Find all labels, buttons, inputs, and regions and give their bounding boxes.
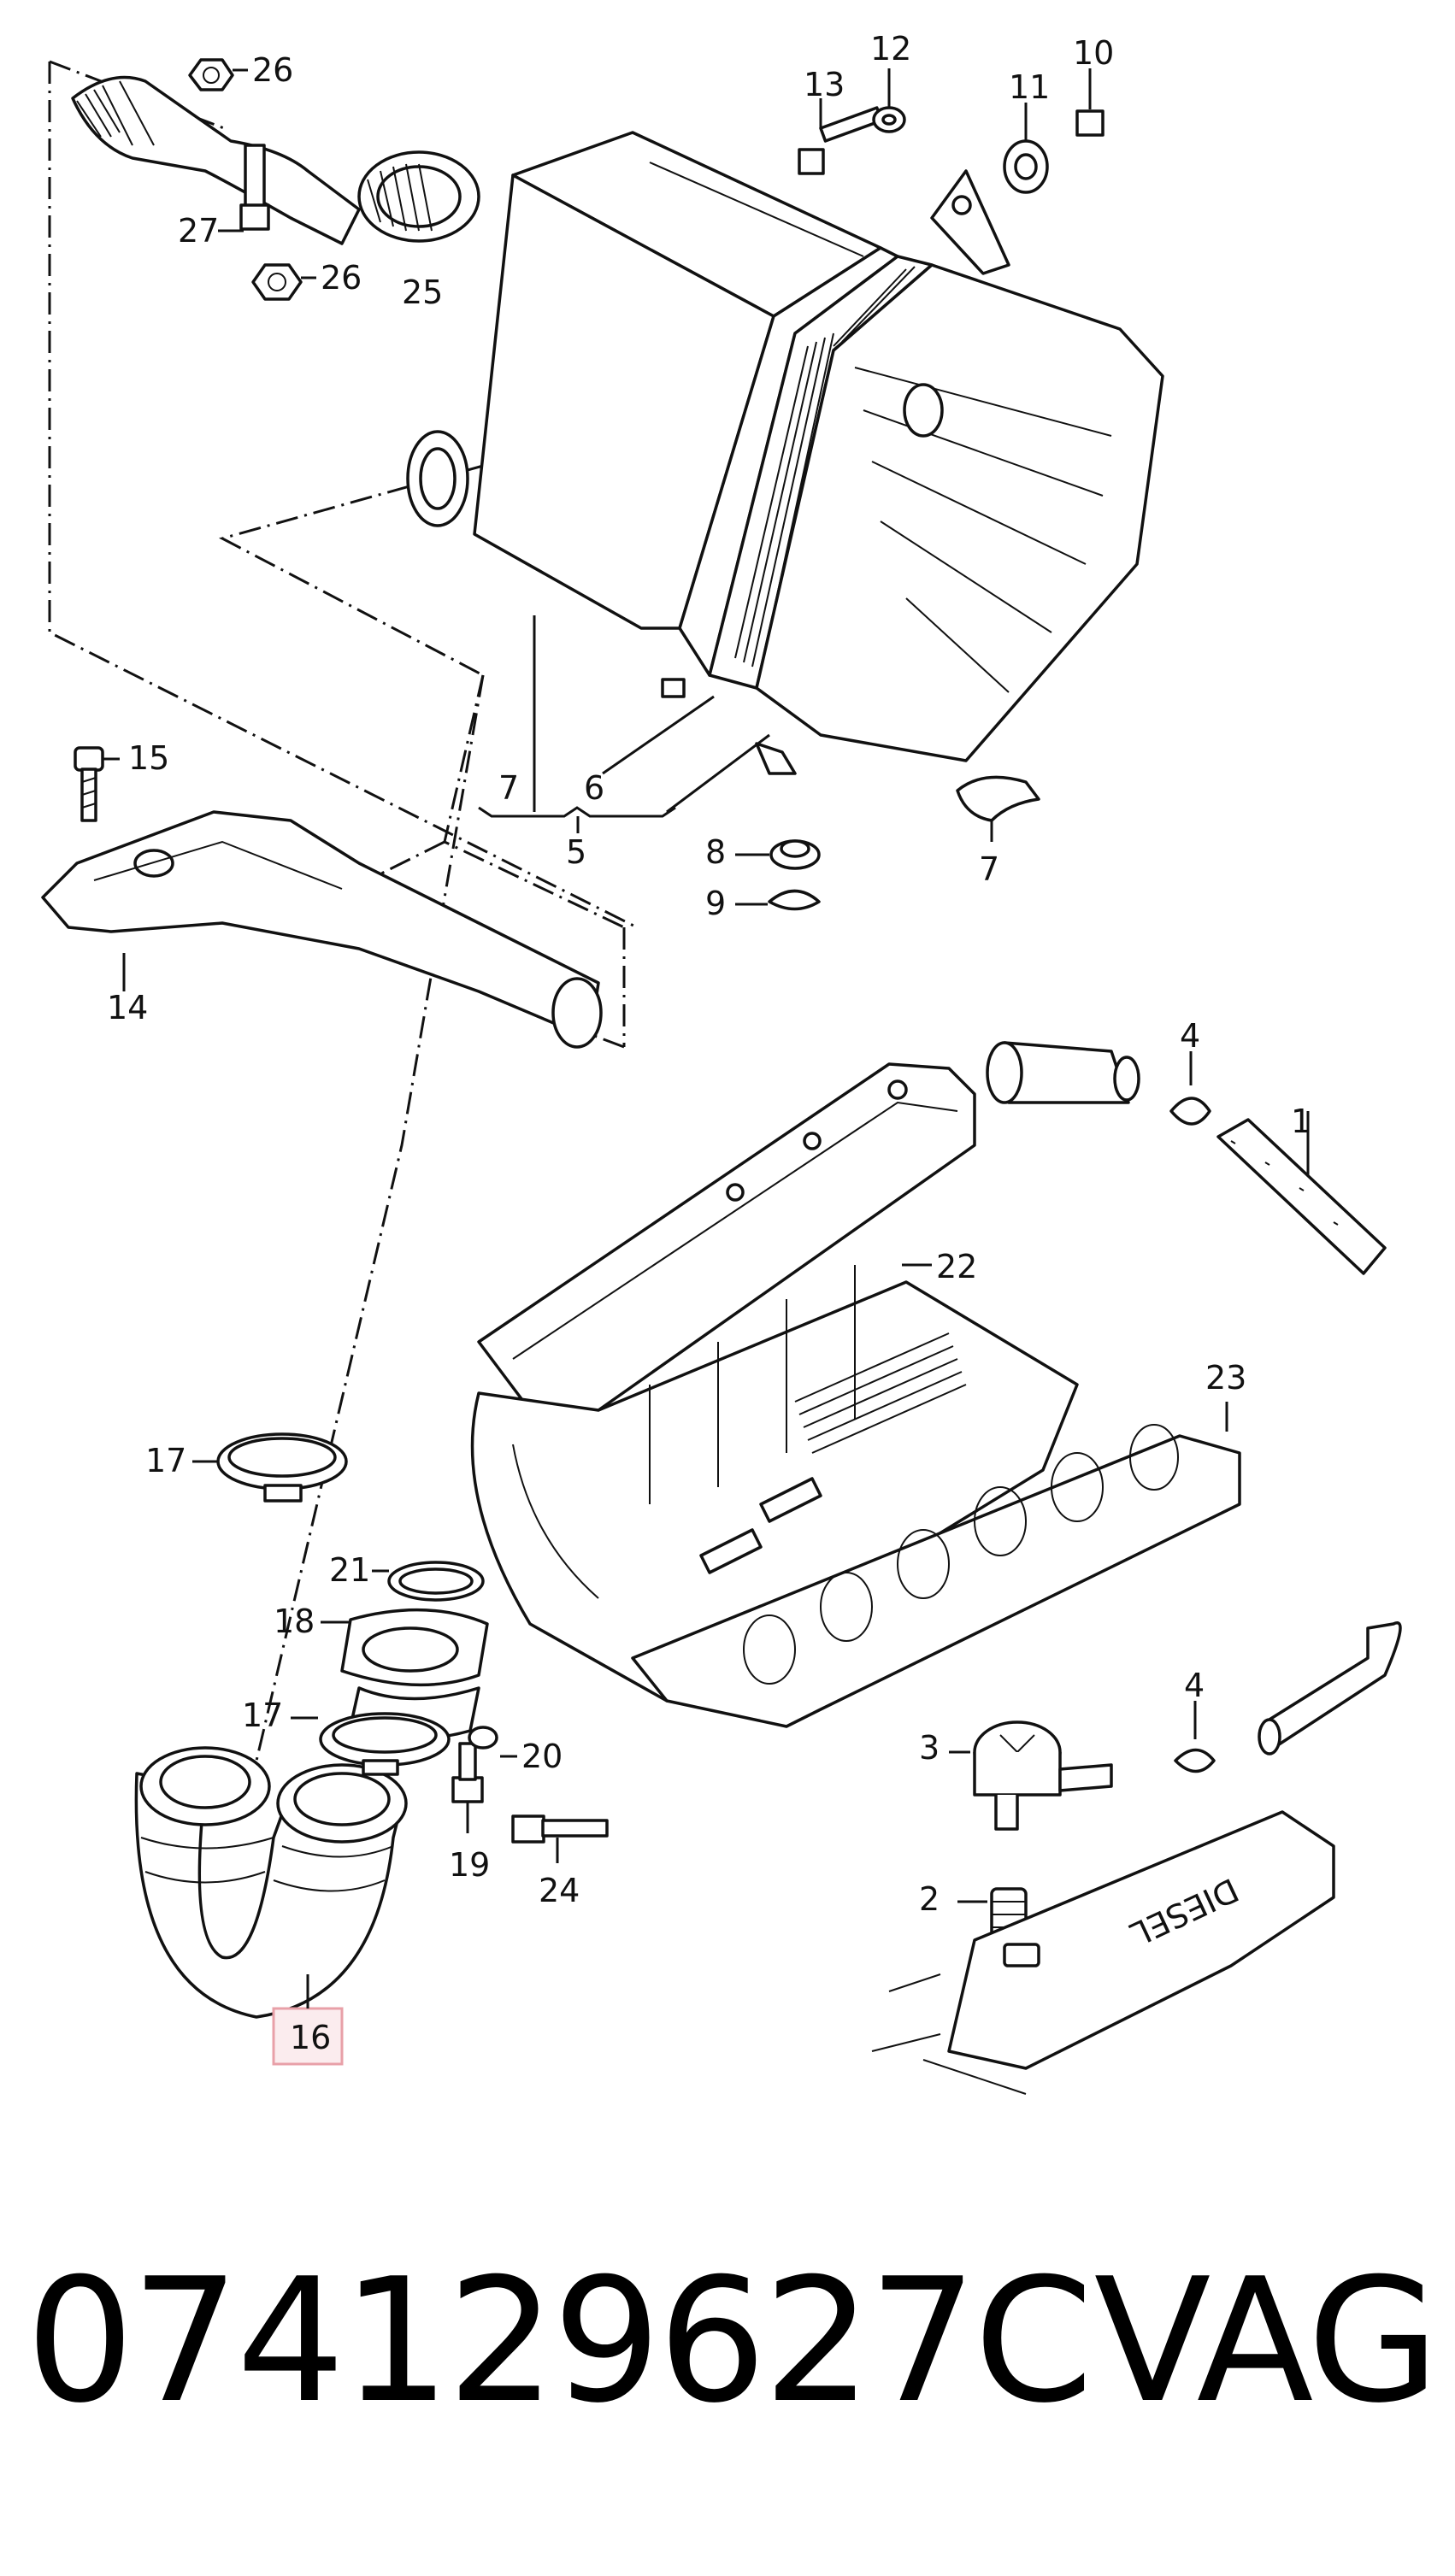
air-filter-housing — [473, 131, 1164, 775]
callout-labels: 1 2 3 4 4 5 6 7 7 8 9 10 11 12 13 14 15 … — [107, 30, 1311, 2066]
upper-intake-pipe — [71, 75, 480, 527]
callout-19: 19 — [449, 1846, 490, 1884]
duct-14 — [41, 810, 603, 1049]
callout-17-upper: 17 — [145, 1442, 186, 1479]
callout-18: 18 — [274, 1603, 315, 1640]
flange-18 — [321, 1608, 489, 1740]
nut-26-lower — [251, 263, 316, 301]
highlighted-part-box[interactable] — [272, 2007, 344, 2066]
callout-17-lower: 17 — [242, 1697, 283, 1734]
callout-15: 15 — [128, 739, 169, 777]
exploded-parts-diagram: DIESEL — [41, 30, 1402, 2095]
seal-21 — [372, 1561, 485, 1602]
intake-manifold-22 — [470, 1062, 1079, 1703]
hardware-10-13 — [798, 68, 1105, 194]
callout-7-left: 7 — [498, 769, 519, 807]
breather-hose-lower — [1258, 1621, 1402, 1756]
callout-4-lower: 4 — [1184, 1667, 1205, 1704]
callout-12: 12 — [870, 30, 911, 68]
filter-callout-leaders — [478, 615, 770, 833]
manifold-gasket-23 — [631, 1402, 1241, 1728]
screw-15 — [74, 746, 120, 822]
callout-22: 22 — [936, 1248, 977, 1285]
grommet-8 — [735, 839, 821, 870]
callout-23: 23 — [1205, 1359, 1246, 1397]
hose-clamp-17-upper — [192, 1432, 348, 1503]
callout-27: 27 — [178, 212, 219, 250]
bolt-19 — [451, 1742, 484, 1833]
callout-26-upper: 26 — [252, 51, 293, 89]
clip-9 — [735, 889, 821, 911]
bolt-24 — [511, 1814, 609, 1863]
callout-8: 8 — [705, 833, 726, 871]
retainer-clip-7 — [956, 775, 1040, 842]
hose-clamp-4-lower — [1174, 1701, 1216, 1773]
breather-hose-1 — [1216, 1111, 1387, 1275]
callout-14: 14 — [107, 989, 148, 1026]
brand-name: VAG — [1093, 2242, 1440, 2441]
callout-20: 20 — [521, 1738, 563, 1775]
nut-26-upper — [188, 58, 248, 91]
callout-21: 21 — [329, 1551, 370, 1589]
callout-2: 2 — [919, 1880, 940, 1918]
callout-26-lower: 26 — [321, 259, 362, 297]
part-number: 074129627C — [26, 2242, 1093, 2441]
callout-6: 6 — [584, 769, 604, 807]
hose-clamp-17-lower — [291, 1712, 451, 1776]
callout-25: 25 — [402, 273, 443, 311]
callout-3: 3 — [919, 1729, 940, 1767]
stud-27 — [218, 144, 270, 232]
callout-13: 13 — [804, 66, 845, 103]
cylinder-head-cover: DIESEL — [871, 1810, 1335, 2095]
callout-1: 1 — [1291, 1103, 1311, 1140]
callout-9: 9 — [705, 885, 726, 922]
callout-11: 11 — [1009, 68, 1050, 106]
callout-5: 5 — [566, 833, 586, 871]
vent-elbow — [986, 1041, 1140, 1104]
callout-4-upper: 4 — [1180, 1017, 1200, 1055]
callout-16[interactable]: 16 — [290, 2019, 331, 2056]
washer-20 — [468, 1726, 517, 1758]
callout-24: 24 — [539, 1872, 580, 1909]
part-caption: 074129627C VAG — [26, 2242, 1440, 2441]
intake-hose-16 — [134, 1746, 408, 2019]
callout-7-right: 7 — [979, 850, 999, 888]
breather-valve-3 — [949, 1720, 1113, 1831]
callout-10: 10 — [1073, 34, 1114, 72]
hose-clamp-4-upper — [1169, 1051, 1211, 1126]
